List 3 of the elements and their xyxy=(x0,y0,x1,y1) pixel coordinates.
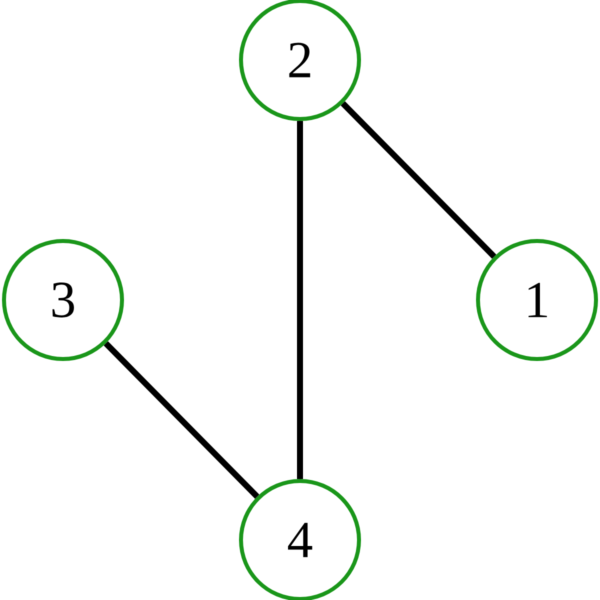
edge-line xyxy=(104,341,260,499)
edge-line xyxy=(297,121,303,479)
edge-line xyxy=(340,101,496,259)
